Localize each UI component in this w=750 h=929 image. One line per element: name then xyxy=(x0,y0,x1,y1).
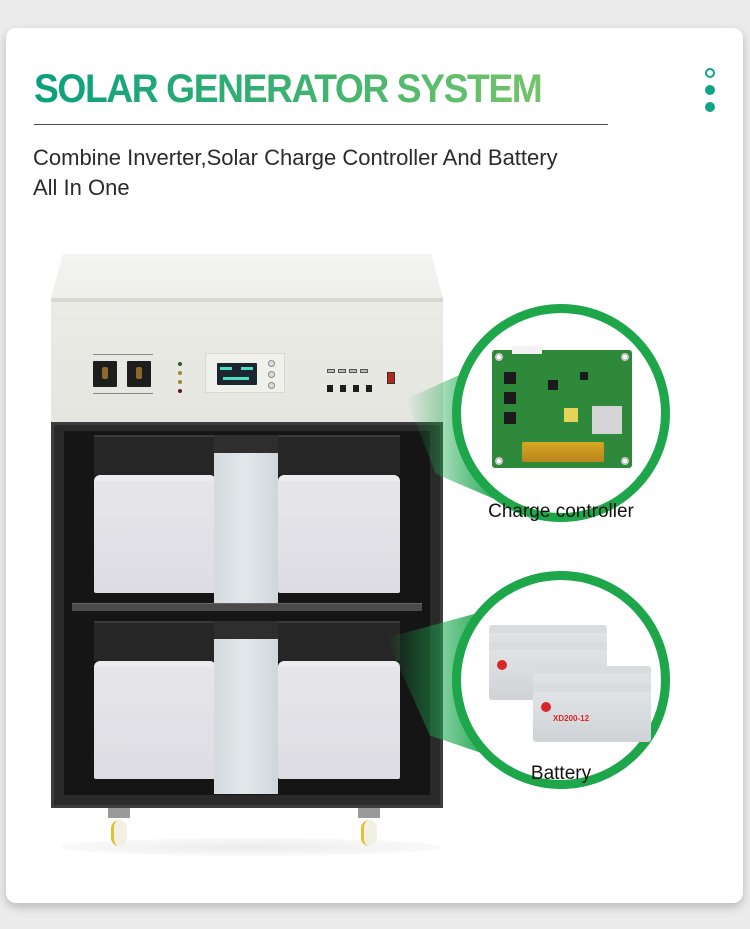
pagination-dot-2[interactable] xyxy=(705,85,715,95)
inverter-front-panel xyxy=(51,302,443,422)
dc-port-icon xyxy=(340,385,346,392)
subtitle-line-2: All In One xyxy=(33,175,130,200)
button-icon xyxy=(268,371,275,378)
led-icon xyxy=(178,362,182,366)
subtitle: Combine Inverter,Solar Charge Controller… xyxy=(33,143,673,203)
cabinet-lid xyxy=(51,254,443,298)
battery-divider xyxy=(214,639,278,794)
caster-wheel-icon xyxy=(354,808,384,848)
lcd-segment xyxy=(220,367,232,370)
divider-cap xyxy=(214,621,278,639)
button-icon xyxy=(268,382,275,389)
battery-model-label: XD200-12 xyxy=(553,714,590,723)
pagination-dots xyxy=(703,68,717,119)
lid-edge xyxy=(51,298,443,302)
product-card: SOLAR GENERATOR SYSTEM Combine Inverter,… xyxy=(6,28,743,903)
callout-charge-controller: Charge controller xyxy=(452,304,670,522)
divider-cap xyxy=(214,435,278,453)
battery-right-lower xyxy=(278,661,400,779)
lcd-screen xyxy=(217,363,257,385)
battery-left-lower xyxy=(94,661,216,779)
charge-controller-pcb-icon xyxy=(492,346,632,468)
dc-port-icon xyxy=(366,385,372,392)
subtitle-line-1: Combine Inverter,Solar Charge Controller… xyxy=(33,145,558,170)
battery-icon: XD200-12 xyxy=(533,684,651,742)
callout-label-charge-controller: Charge controller xyxy=(488,501,634,522)
button-icon xyxy=(268,360,275,367)
callout-battery: XD200-12 Battery xyxy=(452,571,670,789)
dc-port-icon xyxy=(327,385,333,392)
usb-port-icon xyxy=(349,369,357,373)
led-icon xyxy=(178,371,182,375)
lcd-segment xyxy=(223,377,249,380)
usb-port-icon xyxy=(327,369,335,373)
pagination-dot-1[interactable] xyxy=(705,68,715,78)
callout-label-battery: Battery xyxy=(530,763,592,784)
dc-port-icon xyxy=(353,385,359,392)
usb-port-icon xyxy=(338,369,346,373)
led-icon xyxy=(178,380,182,384)
lcd-display-panel xyxy=(205,353,285,393)
cabinet-shelf xyxy=(72,603,422,611)
usb-output-ports xyxy=(327,360,371,378)
battery-left-upper xyxy=(94,475,216,593)
cabinet-interior xyxy=(64,431,430,795)
solar-generator-illustration: Charge controller XD200-12 Battery xyxy=(6,28,743,903)
power-switch-icon xyxy=(387,372,395,384)
page-title: SOLAR GENERATOR SYSTEM xyxy=(34,67,543,111)
title-divider xyxy=(34,124,608,125)
pagination-dot-3[interactable] xyxy=(705,102,715,112)
ac-socket-icon xyxy=(127,361,151,387)
caster-wheel-icon xyxy=(104,808,134,848)
battery-cabinet xyxy=(51,422,443,808)
battery-right-upper xyxy=(278,475,400,593)
battery-divider xyxy=(214,453,278,603)
status-leds xyxy=(178,362,182,398)
ac-output-sockets xyxy=(93,354,153,394)
floor-shadow xyxy=(61,838,441,856)
usb-port-icon xyxy=(360,369,368,373)
ac-socket-icon xyxy=(93,361,117,387)
led-icon xyxy=(178,389,182,393)
lcd-segment xyxy=(241,367,253,370)
dc-output-ports xyxy=(327,379,379,397)
